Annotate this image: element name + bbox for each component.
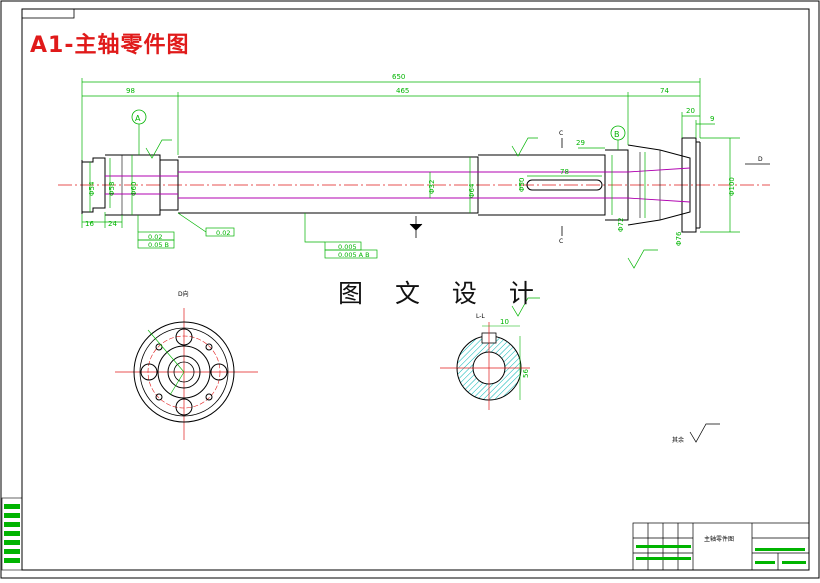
datum-a-label: A <box>135 114 141 123</box>
main-shaft-view <box>58 137 770 233</box>
view-mark: D <box>758 156 763 163</box>
datum-b: B <box>610 125 626 150</box>
datum-b-label: B <box>614 130 620 139</box>
flange-end-view: D向 <box>115 290 258 440</box>
shaft-left-end <box>81 157 106 213</box>
watermark-text: 图 文 设 计 <box>338 279 546 308</box>
tol-cyl: 0.005 <box>338 243 357 251</box>
dim-key-width: 10 <box>500 318 509 326</box>
roughness-note: 其余 <box>672 423 720 444</box>
shaft-body <box>178 156 479 214</box>
dim-right: 74 <box>660 87 669 95</box>
dim-29: 29 <box>576 139 585 147</box>
top-left-tag-box <box>21 8 75 19</box>
cut-mark-bottom: C <box>559 238 563 245</box>
dim-flange-width: 20 <box>686 107 695 115</box>
keyway-slot <box>526 179 603 191</box>
dim-16: 16 <box>85 220 94 228</box>
dim-24: 24 <box>108 220 117 228</box>
drawing-title: A1-主轴零件图 <box>30 33 190 58</box>
tolerance-frames <box>137 212 378 259</box>
dim-dia-58: Φ58 <box>108 182 116 196</box>
roughness-note-text: 其余 <box>672 436 684 444</box>
dim-overall: 650 <box>392 73 405 81</box>
dim-key-depth: 56 <box>522 369 530 378</box>
shaft-flange <box>681 137 697 233</box>
dim-middle: 465 <box>396 87 409 95</box>
dim-dia-32: Φ32 <box>428 180 436 194</box>
shaft-bearing-journal <box>105 154 161 216</box>
dim-dia-54: Φ54 <box>88 181 96 196</box>
dim-keyway: 78 <box>560 168 569 176</box>
left-margin-strip <box>1 497 23 571</box>
dim-flange-offset: 9 <box>710 115 714 123</box>
dimension-lines <box>81 78 740 233</box>
datum-a: A <box>131 109 147 155</box>
inner-border <box>21 8 810 571</box>
dim-left: 98 <box>126 87 135 95</box>
dimension-texts: 650 98 465 74 20 9 16 24 78 29 Φ54 Φ58 Φ… <box>85 73 736 246</box>
dim-dia-72: Φ72 <box>617 218 625 232</box>
tol-flat: 0.02 <box>216 229 230 237</box>
flange-outer-circle <box>133 321 235 423</box>
dim-dia-100: Φ100 <box>728 177 736 196</box>
section-label: L-L <box>476 313 485 320</box>
title-block-marks <box>636 545 806 564</box>
roughness-symbols <box>145 137 658 269</box>
tol-runout: 0.02 <box>148 233 162 241</box>
dim-dia-60: Φ60 <box>130 182 138 196</box>
tol-perp: 0.05 B <box>148 241 169 249</box>
dim-dia-50: Φ50 <box>518 178 526 192</box>
tolerance-texts: 0.02 0.05 B 0.02 0.005 0.005 A B <box>148 229 370 259</box>
view-d-label: D向 <box>178 290 189 298</box>
shaft-keyway-section <box>478 154 606 216</box>
keyway-section-view: L-L 10 56 <box>440 297 540 410</box>
tol-coax: 0.005 A B <box>338 251 370 259</box>
cut-mark-top: C <box>559 130 563 137</box>
section-marks <box>409 138 770 238</box>
title-block-part-name: 主轴零件图 <box>704 535 734 543</box>
shaft-taper-nose <box>627 144 691 226</box>
dim-dia-76: Φ76 <box>675 231 683 246</box>
dim-dia-64: Φ64 <box>468 183 476 198</box>
